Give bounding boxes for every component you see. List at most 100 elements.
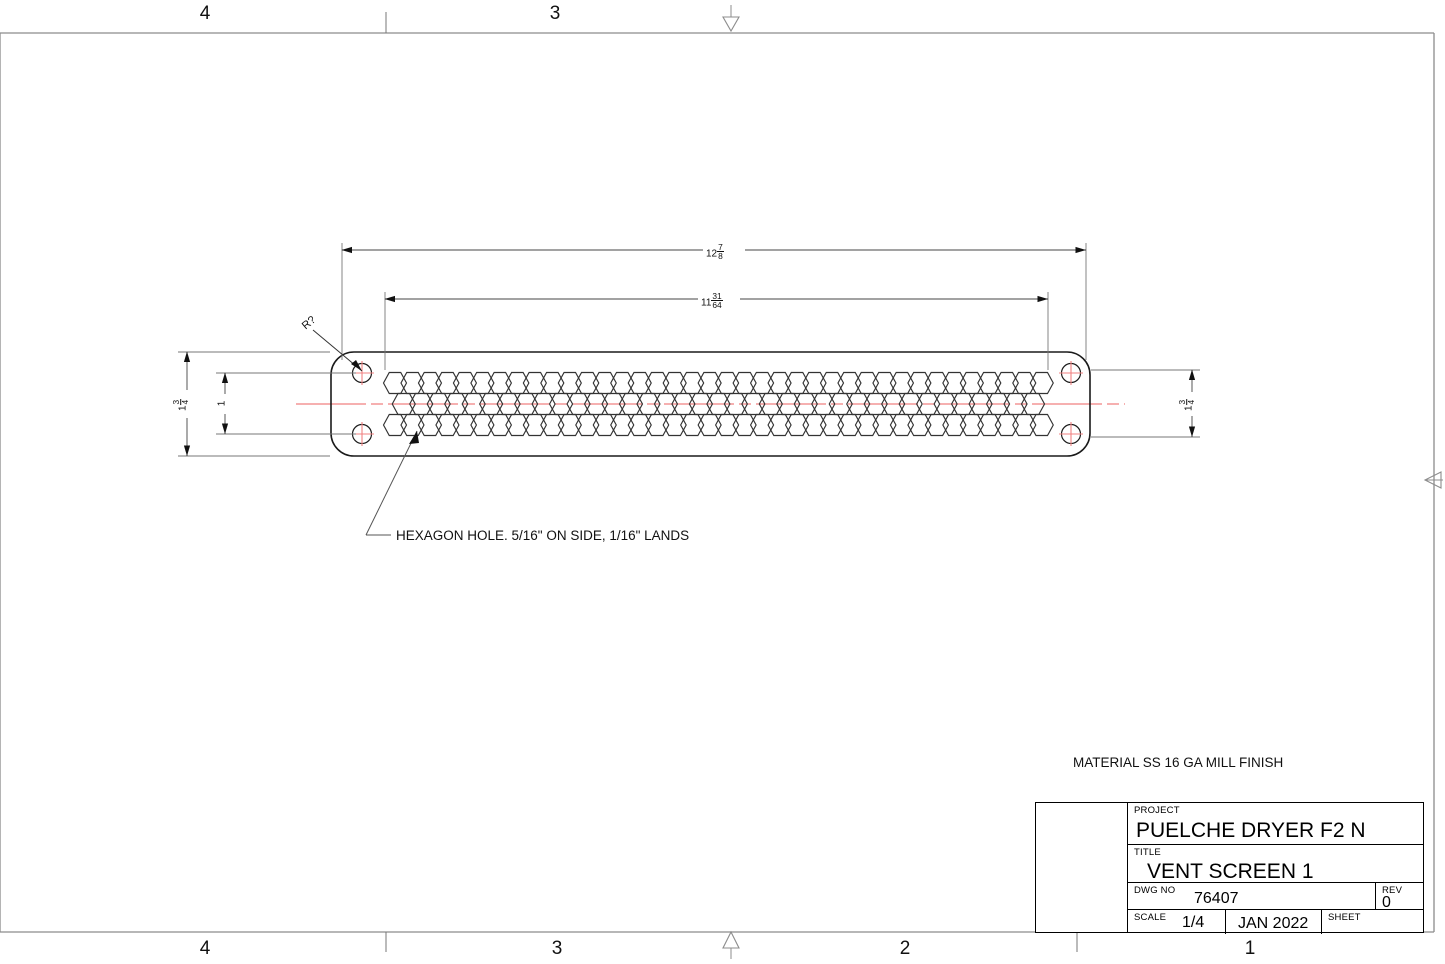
- dim-whole: 1: [177, 405, 189, 412]
- date-value: JAN 2022: [1238, 915, 1309, 932]
- dim-label-hole-spacing-height: 1: [216, 397, 228, 410]
- hexagon-hole: [767, 413, 792, 437]
- title-block-fields: PROJECT PUELCHE DRYER F2 N TITLE VENT SC…: [1128, 803, 1423, 934]
- dimension-overall-length: [341, 243, 1087, 360]
- hexagon-hole: [907, 371, 932, 395]
- hexagon-hole: [557, 413, 582, 437]
- hexagon-hole: [557, 371, 582, 395]
- hexagon-hole: [784, 371, 810, 395]
- dwg-no-value: 76407: [1194, 890, 1239, 907]
- hexagon-hole: [592, 413, 617, 437]
- hexagon-hole: [522, 413, 547, 437]
- dim-denominator: 4: [180, 399, 191, 405]
- hexagon-hole: [417, 371, 443, 395]
- hexagon-hole: [592, 371, 617, 395]
- project-value: PUELCHE DRYER F2 N: [1136, 819, 1366, 842]
- zone-top-4: 4: [199, 3, 211, 24]
- hexagon-hole: [382, 371, 408, 395]
- zone-ticks: [385, 12, 1078, 952]
- scale-value: 1/4: [1182, 914, 1205, 931]
- scale-label: SCALE: [1134, 912, 1167, 923]
- mounting-holes: [350, 361, 1083, 446]
- hexagon-hole: [959, 413, 984, 437]
- hexagon-hole: [662, 371, 687, 395]
- hexagon-hole: [662, 413, 687, 437]
- hexagon-hole: [819, 371, 845, 395]
- hexagon-hole: [697, 413, 722, 437]
- hexagon-hole: [802, 413, 827, 437]
- hexagon-hole: [1029, 413, 1054, 437]
- hexagon-hole: [470, 371, 495, 395]
- hexagon-hole: [889, 413, 915, 437]
- dwg-no-label: DWG NO: [1134, 885, 1176, 896]
- leader-corner-radius: [312, 329, 363, 372]
- hexagon-hole: [837, 371, 862, 395]
- dim-numerator: 31: [711, 291, 723, 302]
- hexagon-hole: [854, 413, 880, 437]
- hexagon-hole: [1012, 371, 1037, 395]
- sheet-border: [0, 32, 1435, 933]
- center-marker-right: [1423, 466, 1443, 496]
- hexagon-hole: [575, 371, 600, 395]
- hexagon-hole: [837, 413, 862, 437]
- zone-bottom-4: 4: [199, 938, 211, 959]
- dimension-hole-spacing-height: [216, 372, 356, 435]
- hexagon-hole: [610, 371, 635, 395]
- hexagon-hole: [872, 413, 897, 437]
- hexagon-hole: [732, 413, 757, 437]
- dim-whole: 12: [706, 248, 718, 260]
- title-block-row-title: TITLE VENT SCREEN 1: [1128, 845, 1423, 883]
- hexagon-hole: [1029, 371, 1054, 395]
- title-value: VENT SCREEN 1: [1147, 860, 1314, 883]
- center-marker-bottom: [722, 930, 740, 959]
- hexagon-hole: [924, 371, 950, 395]
- zone-bottom-1: 1: [1244, 938, 1256, 959]
- dim-whole: 1: [216, 400, 228, 407]
- title-block-row-project: PROJECT PUELCHE DRYER F2 N: [1128, 803, 1423, 845]
- hexagon-hole: [680, 413, 705, 437]
- hexagon-hole: [697, 371, 722, 395]
- hexagon-hole: [924, 413, 950, 437]
- rev-value: 0: [1382, 894, 1391, 911]
- dim-whole: 11: [701, 297, 712, 309]
- hexagon-hole: [452, 371, 478, 395]
- zone-bottom-3: 3: [551, 938, 563, 959]
- hexagon-hole: [470, 413, 495, 437]
- hexagon-hole: [452, 413, 478, 437]
- hexagon-hole: [714, 413, 740, 437]
- title-block-cell-rev: REV 0: [1375, 883, 1423, 911]
- hexagon-hole: [540, 413, 565, 437]
- zone-top-3: 3: [549, 3, 561, 24]
- title-block-row-dwg: DWG NO 76407 REV 0: [1128, 883, 1423, 911]
- dim-numerator: 7: [717, 242, 724, 253]
- title-block-cell-sheet: SHEET: [1322, 910, 1423, 934]
- hexagon-hole: [400, 371, 425, 395]
- zone-bottom-2: 2: [899, 938, 911, 959]
- rev-label: REV: [1382, 885, 1403, 896]
- hexagon-hole: [714, 371, 740, 395]
- dimension-hole-spacing-length: [384, 292, 1049, 370]
- hexagon-hole: [802, 371, 827, 395]
- hexagon-hole: [505, 413, 530, 437]
- dim-whole: 1: [1183, 405, 1195, 412]
- hexagon-hole: [505, 371, 530, 395]
- hexagon-hole: [417, 413, 443, 437]
- title-block-logo-cell: [1036, 803, 1128, 932]
- hexagon-hole: [767, 371, 792, 395]
- dim-denominator: 64: [712, 300, 722, 311]
- hexagon-hole: [732, 371, 757, 395]
- note-material: MATERIAL SS 16 GA MILL FINISH: [1073, 755, 1284, 770]
- hexagon-hole: [382, 413, 408, 437]
- dimension-overall-height-left: [178, 351, 330, 457]
- title-block: PROJECT PUELCHE DRYER F2 N TITLE VENT SC…: [1035, 802, 1424, 934]
- hexagon-hole: [680, 371, 705, 395]
- hexagon-hole: [942, 371, 967, 395]
- hexagon-hole: [627, 413, 652, 437]
- title-block-cell-date: JAN 2022: [1225, 910, 1322, 934]
- note-hexagon-hole: HEXAGON HOLE. 5/16" ON SIDE, 1/16" LANDS: [396, 528, 690, 543]
- hexagon-hole: [907, 413, 932, 437]
